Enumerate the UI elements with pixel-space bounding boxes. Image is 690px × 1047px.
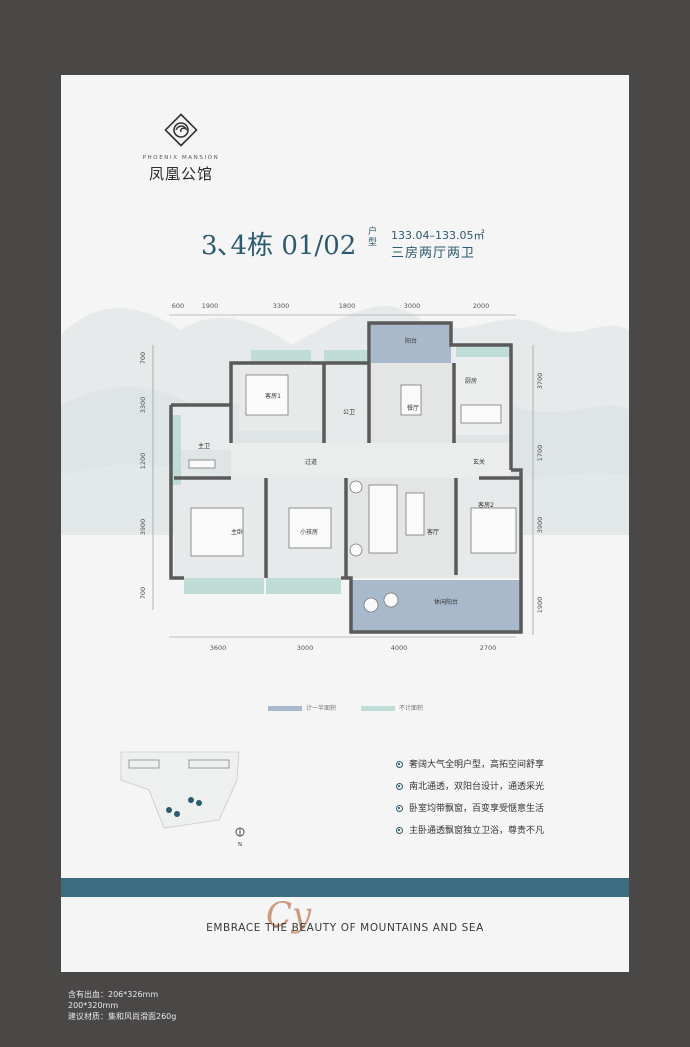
unit-area: 133.04–133.05㎡ <box>391 229 485 242</box>
dim-right-3: 3900 <box>536 517 544 534</box>
furniture <box>188 374 517 613</box>
dim-right-4: 1900 <box>536 597 544 614</box>
north-label: N <box>238 842 242 848</box>
balcony-chair <box>363 597 379 613</box>
bullet-icon <box>396 761 403 768</box>
room-master-bath: 主卫 <box>198 442 210 450</box>
room-entrance: 玄关 <box>473 458 485 466</box>
top-dimensions: 600 1900 3300 1800 3000 2000 <box>172 302 489 310</box>
brand-logo: PHOENIX MANSION 凤凰公馆 <box>121 113 241 184</box>
bed-guest2 <box>470 507 517 554</box>
bed-kids <box>288 507 332 549</box>
spec-size: 200*320mm <box>68 1001 119 1010</box>
room-kitchen: 厨房 <box>465 377 477 385</box>
dim-left-1: 700 <box>139 352 147 364</box>
room-living-balcony: 休闲阳台 <box>434 598 458 606</box>
floor-areas <box>169 323 521 632</box>
room-bedroom2: 客房2 <box>478 501 494 509</box>
script-signature: Cy <box>266 895 312 935</box>
bullet-icon <box>396 805 403 812</box>
features-list: 奢阔大气全明户型，高拓空间舒享 南北通透，双阳台设计，通透采光 卧室均带飘窗，百… <box>396 757 544 845</box>
unit-rooms: 三房两厅两卫 <box>391 246 476 261</box>
armchair <box>349 480 363 494</box>
spec-bleed: 含有出血：206*326mm <box>68 990 159 999</box>
site-key-map: N <box>120 751 245 848</box>
dim-top-4: 1800 <box>339 302 356 310</box>
room-master-bedroom: 主卧 <box>231 528 243 536</box>
dining-table <box>400 384 422 416</box>
bed-guest1 <box>245 374 289 416</box>
room-kids: 小孩房 <box>300 528 318 536</box>
brand-band <box>61 878 629 897</box>
room-common-bath: 公卫 <box>343 409 355 416</box>
dim-bottom-3: 4000 <box>391 644 408 652</box>
feature-item: 主卧通透飘窗独立卫浴，尊贵不凡 <box>396 823 544 845</box>
poster: PHOENIX MANSION 凤凰公馆 3､4栋 01/02 户型 133.0… <box>61 75 629 972</box>
dim-bottom-2: 3000 <box>297 644 314 652</box>
feature-item: 奢阔大气全明户型，高拓空间舒享 <box>396 757 544 779</box>
bottom-dimensions: 3600 3000 4000 2700 <box>210 644 497 652</box>
armchair <box>349 543 363 557</box>
room-living: 客厅 <box>427 528 439 536</box>
unit-name: 3､4栋 01/02 <box>201 231 357 261</box>
huxing-label: 户型 <box>368 227 378 248</box>
bullet-icon <box>396 827 403 834</box>
room-bedroom1: 客房1 <box>265 392 281 400</box>
legend-label-half: 计一半面积 <box>306 705 337 712</box>
legend-no-area: 不计面积 <box>361 703 423 712</box>
feature-item: 南北通透，双阳台设计，通透采光 <box>396 779 544 801</box>
bullet-icon <box>396 783 403 790</box>
room-balcony-top: 阳台 <box>405 337 417 345</box>
room-corridor: 过道 <box>305 458 317 466</box>
dim-right-1: 3700 <box>536 373 544 390</box>
legend-label-none: 不计面积 <box>399 705 424 712</box>
brand-name-cn: 凤凰公馆 <box>148 165 213 183</box>
right-dimensions: 3700 1700 3900 1900 <box>536 373 544 614</box>
room-labels: 阳台 客房1 公卫 餐厅 厨房 主卫 过道 玄关 主卧 小孩房 客厅 客房2 休… <box>198 337 494 606</box>
dim-top-5: 3000 <box>404 302 421 310</box>
feature-item: 卧室均带飘窗，百变享受惬意生活 <box>396 801 544 823</box>
dim-right-2: 1700 <box>536 445 544 462</box>
dim-top-1: 600 <box>172 302 184 310</box>
dim-top-2: 1900 <box>202 302 219 310</box>
dim-left-3: 1200 <box>139 453 147 470</box>
dim-top-3: 3300 <box>273 302 290 310</box>
room-dining: 餐厅 <box>407 404 419 412</box>
dim-bottom-4: 2700 <box>480 644 497 652</box>
dimension-lines <box>152 314 534 638</box>
print-specs: 含有出血：206*326mm 200*320mm 建议材质：集和风尚滑面260g <box>68 989 176 1022</box>
coffee-table <box>405 492 425 536</box>
kitchen-counter <box>460 404 502 424</box>
floor-plan: 600 1900 3300 1800 3000 2000 3600 3000 4… <box>139 302 544 652</box>
brand-name-en: PHOENIX MANSION <box>142 155 220 161</box>
bath-vanity <box>188 459 216 469</box>
dim-bottom-1: 3600 <box>210 644 227 652</box>
left-dimensions: 700 3300 1200 3900 700 <box>139 352 147 599</box>
balcony-chair <box>383 592 399 608</box>
walls <box>169 321 523 634</box>
dim-left-5: 700 <box>139 587 147 599</box>
slogan: EMBRACE THE BEAUTY OF MOUNTAINS AND SEA <box>206 922 484 934</box>
bed-master <box>190 507 244 557</box>
spec-material: 建议材质：集和风尚滑面260g <box>68 1012 177 1021</box>
legend-swatch-teal <box>361 706 395 711</box>
legend-swatch-blue <box>268 706 302 711</box>
dim-left-4: 3900 <box>139 519 147 536</box>
sofa <box>368 484 398 554</box>
phoenix-logo-icon <box>164 113 198 147</box>
dim-left-2: 3300 <box>139 397 147 414</box>
legend-half-area: 计一半面积 <box>268 703 336 712</box>
dim-top-6: 2000 <box>473 302 490 310</box>
